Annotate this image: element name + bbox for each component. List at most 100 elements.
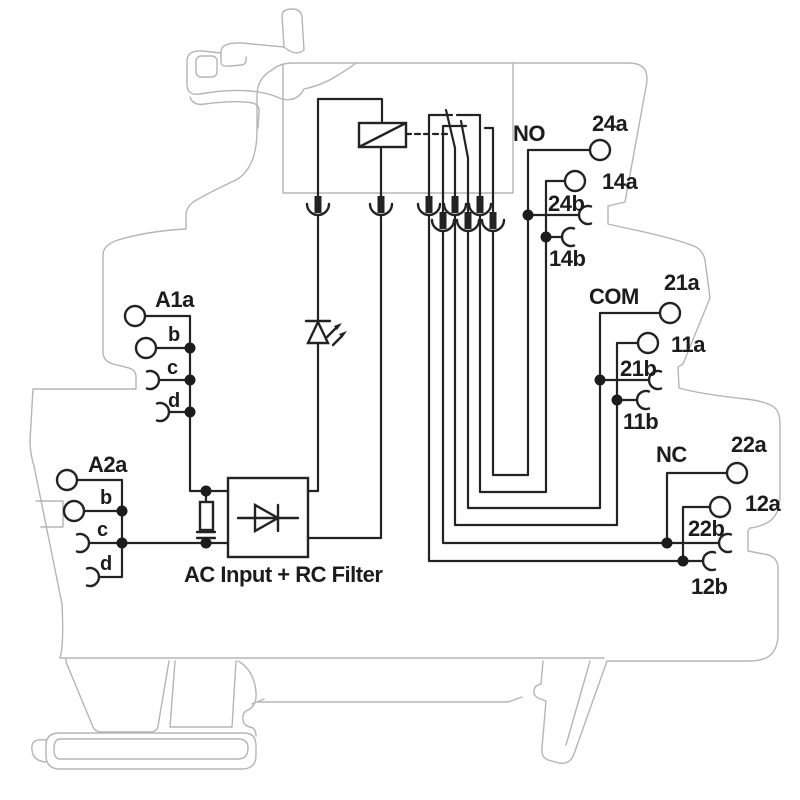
wire-a2-bus — [75, 478, 124, 579]
terminal-socket-24b — [577, 204, 593, 226]
terminal-circle-14a — [563, 169, 587, 193]
junction-dot — [116, 505, 128, 517]
plug-pin — [489, 212, 497, 229]
label-22b: 22b — [688, 516, 724, 541]
label-21b: 21b — [620, 356, 656, 381]
label-a2b: b — [100, 487, 112, 509]
junction-dot — [184, 374, 196, 386]
terminal-socket-11b — [635, 389, 651, 411]
resistor-symbol — [198, 500, 215, 532]
branch-22a — [665, 471, 729, 545]
plug-pin — [314, 196, 322, 213]
terminal-socket-12b — [701, 550, 717, 572]
junction-dot — [184, 406, 196, 418]
din-clip-step — [220, 52, 247, 67]
terminal-socket-A1d — [155, 401, 171, 423]
label-24b: 24b — [548, 191, 584, 216]
terminal-socket-A2d — [85, 566, 101, 588]
contact2-no-rail — [483, 126, 495, 214]
terminal-symbols — [55, 138, 749, 588]
route-22 — [441, 229, 669, 545]
junction-dot — [611, 394, 623, 406]
label-com: COM — [589, 284, 639, 309]
route-21 — [466, 229, 662, 510]
wire-coil-top-loop — [316, 97, 384, 198]
plug-pin — [451, 196, 459, 213]
plug-socket — [455, 218, 481, 233]
terminal-socket-A2c — [75, 532, 91, 554]
junction-dot — [540, 231, 552, 243]
label-12a: 12a — [745, 491, 781, 516]
latch-inner-line — [565, 660, 591, 746]
terminal-circle-24a — [588, 138, 612, 162]
contact1-nc-rail — [427, 113, 454, 198]
housing-outline — [29, 8, 781, 770]
foot-hook — [237, 660, 257, 737]
terminal-socket-14b — [560, 226, 576, 248]
branch-12a — [681, 505, 712, 563]
rail-bar-inner — [53, 738, 249, 760]
label-a1a: A1a — [155, 287, 195, 312]
junction-dot — [200, 485, 212, 497]
junction-dot — [661, 537, 673, 549]
junction-dot — [522, 209, 534, 221]
label-21a: 21a — [664, 270, 700, 295]
plug-socket — [467, 202, 493, 217]
route-24 — [491, 148, 592, 477]
plug-connectors — [305, 196, 506, 233]
label-a2a: A2a — [88, 452, 128, 477]
label-11b: 11b — [623, 409, 658, 434]
plug-pin — [425, 196, 433, 213]
module-left-outline — [29, 129, 605, 659]
junction-dot — [677, 555, 689, 567]
plug-pin — [464, 212, 472, 229]
contact1-blade — [444, 108, 457, 198]
plug-socket — [442, 202, 468, 217]
junction-dot — [594, 374, 606, 386]
plug-socket — [368, 202, 394, 217]
rail-left-cap — [31, 739, 47, 763]
rail-bar-outer — [45, 732, 257, 770]
label-22a: 22a — [731, 432, 767, 457]
schematic-wires — [75, 97, 729, 579]
terminal-circle-A2a — [55, 468, 79, 492]
terminal-circle-21a — [658, 301, 682, 325]
junction-dot — [184, 342, 196, 354]
terminal-circle-12a — [708, 495, 732, 519]
label-no: NO — [513, 121, 545, 146]
plug-socket — [480, 218, 506, 233]
capacitor-symbol — [195, 530, 217, 540]
label-a1c: c — [167, 357, 178, 379]
junction-dots — [116, 209, 689, 567]
label-block: AC Input + RC Filter — [184, 562, 383, 587]
din-clip-body — [186, 42, 357, 101]
foot-left-2 — [169, 660, 237, 728]
label-11a: 11a — [671, 332, 706, 357]
relay-unit-outline — [282, 63, 514, 194]
relay-coil-symbol — [357, 121, 408, 149]
label-14a: 14a — [602, 169, 638, 194]
label-a2d: d — [100, 553, 112, 575]
contact2-nc-rail — [441, 124, 468, 214]
labels: A1a b c d A2a b c d AC Input + RC Filter… — [88, 111, 782, 599]
wire-block-to-led — [306, 213, 320, 493]
foot-left-1 — [65, 658, 170, 733]
label-14b: 14b — [549, 246, 585, 271]
route-14 — [478, 179, 567, 494]
label-nc: NC — [656, 442, 687, 467]
terminal-socket-22b — [717, 532, 733, 554]
plug-socket — [416, 202, 442, 217]
plug-pin — [476, 196, 484, 213]
plug-pin — [377, 196, 385, 213]
contact-set — [427, 108, 495, 214]
terminal-circle-A2b — [62, 499, 86, 523]
junction-dot — [200, 537, 212, 549]
route-11 — [453, 213, 640, 527]
label-a2c: c — [97, 519, 108, 541]
route-12 — [427, 213, 685, 563]
terminal-circle-A1b — [134, 336, 158, 360]
label-a1d: d — [168, 390, 180, 412]
terminal-circle-A1a — [123, 304, 147, 328]
junction-dot — [116, 537, 128, 549]
